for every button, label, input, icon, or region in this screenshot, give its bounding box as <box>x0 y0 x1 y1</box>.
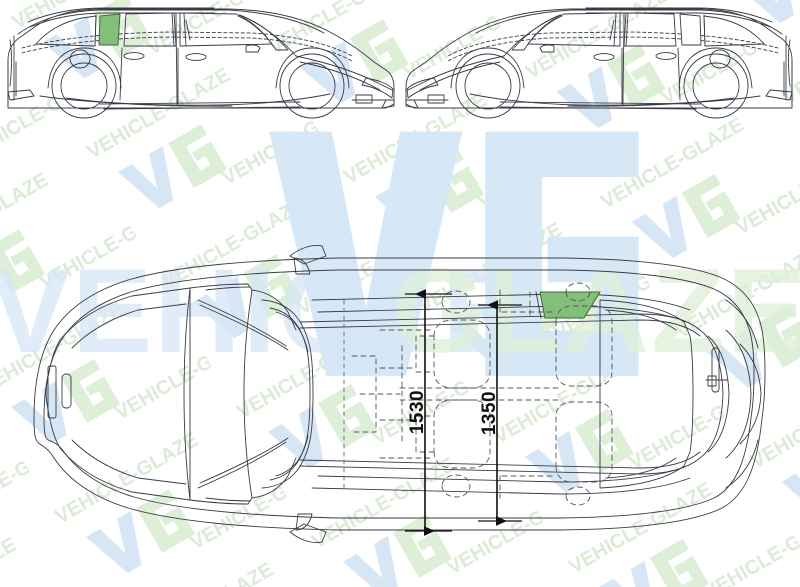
view-side-right <box>405 7 793 119</box>
highlighted-quarter-glass-plan <box>539 291 601 319</box>
view-side-left <box>7 7 395 119</box>
dimension-label-1530: 1530 <box>407 389 429 435</box>
highlighted-quarter-glass-left <box>98 13 121 46</box>
dimension-line-1530 <box>405 289 452 536</box>
quarter-glass-right <box>679 13 702 46</box>
dimension-line-1350 <box>478 300 522 526</box>
dimension-label-1350: 1350 <box>479 390 501 436</box>
svg-text:GLAZE: GLAZE <box>392 244 800 378</box>
